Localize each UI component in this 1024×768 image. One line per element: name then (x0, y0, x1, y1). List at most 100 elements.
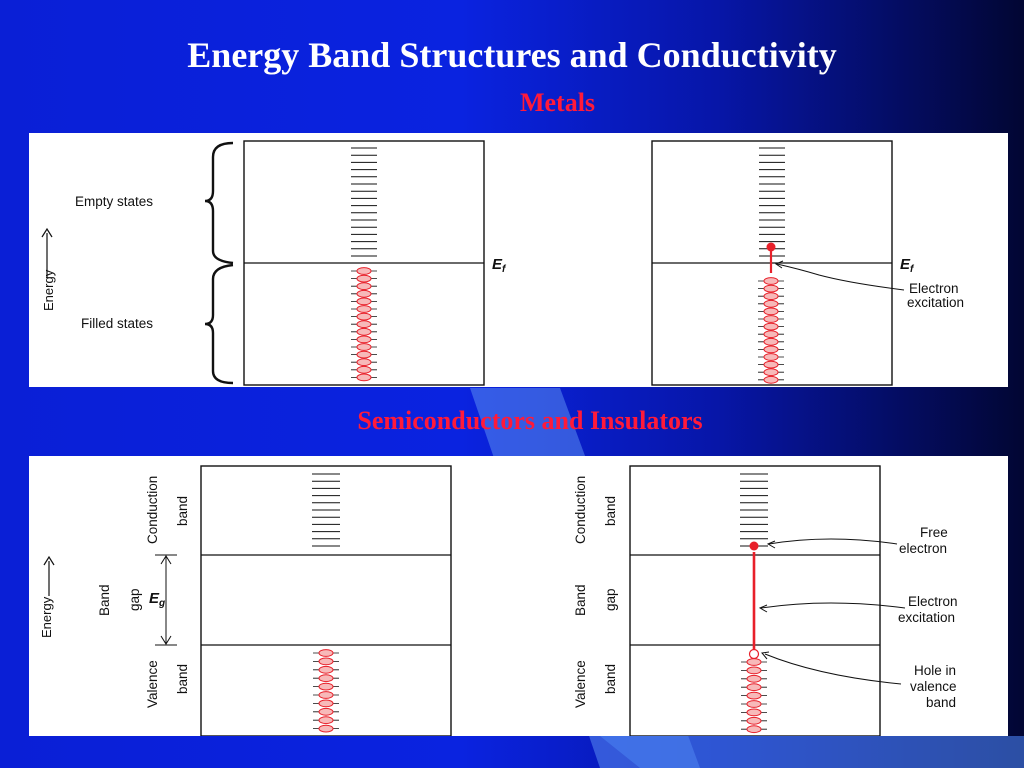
metals-diagram: Energy Empty states Filled states Ef Ef (41, 140, 964, 386)
semiconductor-band-box-right (629, 465, 881, 736)
excited-electron (766, 242, 776, 273)
svg-text:band: band (603, 496, 618, 526)
conduction-state-lines-right (740, 473, 768, 547)
electron (746, 683, 762, 692)
semiconductors-section-title: Semiconductors and Insulators (357, 406, 703, 435)
excitation-label-line2: excitation (907, 295, 964, 310)
empty-state-lines-right (759, 147, 785, 257)
electron (318, 649, 334, 657)
fermi-symbol-right: Ef (900, 256, 915, 275)
valence-electrons-left (313, 649, 339, 733)
electron (318, 707, 334, 716)
electron (763, 299, 779, 308)
energy-axis: Energy (39, 555, 55, 638)
electron (318, 699, 334, 708)
hole-label-line3: band (926, 695, 956, 710)
electron (746, 708, 762, 717)
electron (318, 682, 334, 691)
electron (356, 312, 372, 321)
electron (763, 375, 779, 384)
filled-state-electrons-right (758, 277, 784, 384)
electron (356, 335, 372, 344)
electron (356, 289, 372, 298)
electron (356, 373, 372, 382)
energy-axis: Energy (41, 227, 56, 311)
electron (763, 345, 779, 354)
electron (318, 674, 334, 683)
svg-text:gap: gap (127, 588, 142, 611)
electron (746, 658, 762, 666)
svg-text:band: band (603, 664, 618, 694)
empty-state-lines-left (351, 147, 377, 257)
electron (763, 353, 779, 361)
semiconductors-diagram-panel: Energy Conduction band Band gap Valence … (29, 456, 1008, 736)
electron (356, 305, 372, 313)
electron (746, 725, 762, 734)
electron (763, 307, 779, 316)
electron (763, 337, 779, 346)
fermi-symbol-left: Ef (492, 256, 507, 275)
electron (746, 700, 762, 708)
svg-text:Conduction: Conduction (573, 476, 588, 544)
hole-label-line1: Hole in (914, 663, 956, 678)
electron (763, 277, 779, 285)
electron (746, 674, 762, 683)
electron (356, 350, 372, 359)
electron (318, 665, 334, 674)
excitation-label-line2: excitation (898, 610, 955, 625)
electron (356, 343, 372, 351)
excitation-label-line1: Electron (908, 594, 958, 609)
electron (746, 666, 762, 675)
electron (318, 691, 334, 699)
electron (318, 724, 334, 733)
metals-diagram-panel: Energy Empty states Filled states Ef Ef (29, 133, 1008, 387)
free-electron-label-line2: electron (899, 541, 947, 556)
annotation-pointers (758, 538, 906, 685)
empty-states-label: Empty states (75, 194, 153, 209)
electron (763, 322, 779, 331)
band-gap-arrow (155, 554, 177, 646)
hole-label-line2: valence (910, 679, 957, 694)
electron (763, 315, 779, 323)
filled-states-brace (204, 263, 234, 385)
electron (356, 282, 372, 291)
band-labels-left: Conduction band Band gap Valence band (97, 476, 190, 708)
metals-section-title: Metals (519, 88, 596, 117)
svg-text:Valence: Valence (145, 660, 160, 708)
electron-excitation-arrow (748, 541, 760, 660)
electron (356, 365, 372, 374)
svg-text:band: band (175, 496, 190, 526)
slide-title: Energy Band Structures and Conductivity (187, 35, 837, 75)
electron (763, 360, 779, 369)
electron (356, 358, 372, 367)
semiconductors-diagram: Energy Conduction band Band gap Valence … (39, 465, 958, 736)
filled-states-label: Filled states (81, 316, 153, 331)
svg-text:Valence: Valence (573, 660, 588, 708)
electron (746, 691, 762, 700)
electron (356, 320, 372, 329)
excitation-label-line1: Electron (909, 281, 959, 296)
electron (763, 330, 779, 339)
free-electron-label-line1: Free (920, 525, 948, 540)
filled-state-electrons-left (351, 267, 377, 382)
svg-text:gap: gap (603, 588, 618, 611)
electron (746, 716, 762, 725)
svg-text:band: band (175, 664, 190, 694)
electron (356, 297, 372, 306)
conduction-state-lines-left (312, 473, 340, 547)
empty-states-brace (204, 141, 234, 265)
svg-text:Band: Band (97, 584, 112, 616)
electron (763, 368, 779, 377)
semiconductor-band-box-left (200, 465, 452, 736)
band-labels-right: Conduction band Band gap Valence band (573, 476, 618, 708)
valence-electrons-right (741, 658, 767, 734)
svg-text:Conduction: Conduction (145, 476, 160, 544)
electron (356, 267, 372, 275)
electron (356, 327, 372, 336)
hole-marker (748, 648, 760, 660)
electron (318, 716, 334, 725)
svg-text:Band: Band (573, 584, 588, 616)
gap-symbol: Eg (149, 590, 165, 609)
energy-label: Energy (41, 269, 56, 311)
excitation-pointer (776, 263, 905, 291)
